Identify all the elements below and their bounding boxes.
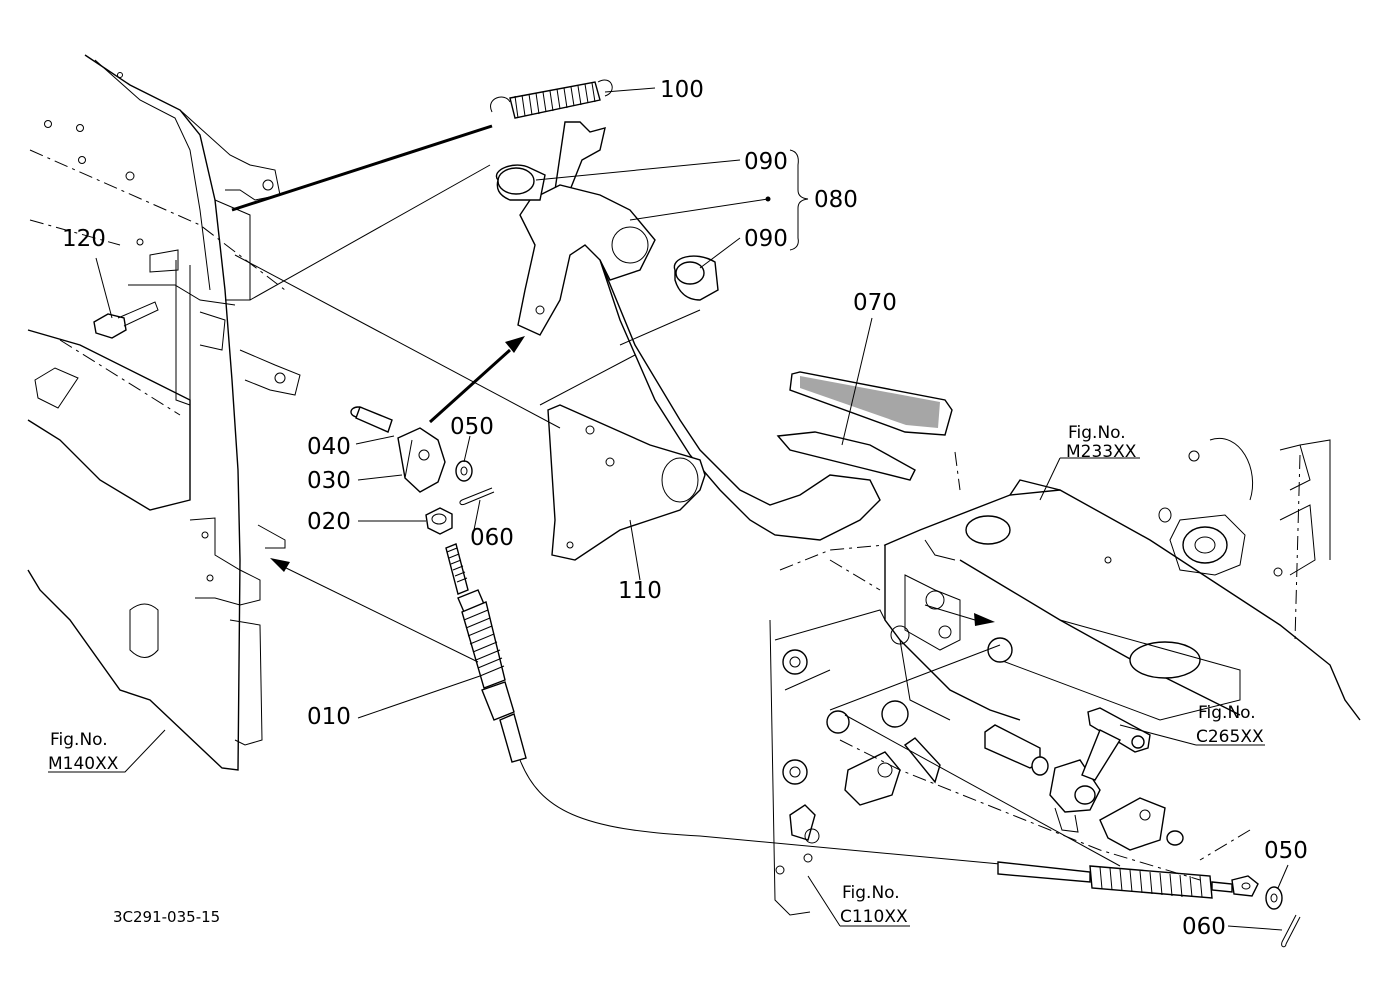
pedal-pad-070 xyxy=(776,371,953,481)
linkage-group xyxy=(984,707,1184,851)
cotter-pin-060-lower xyxy=(1281,914,1301,948)
washer-050-lower xyxy=(1265,886,1283,910)
callout-070: 070 xyxy=(853,290,897,316)
callout-030: 030 xyxy=(307,468,351,494)
clevis-030 xyxy=(397,427,446,493)
callout-110: 110 xyxy=(618,578,662,604)
fig-ref-m140-line2: M140XX xyxy=(48,754,119,774)
fig-ref-c265-line2: C265XX xyxy=(1196,727,1264,747)
assembly-lines xyxy=(234,164,1121,867)
bracket-110 xyxy=(547,404,706,561)
bolt-120 xyxy=(93,301,159,339)
callout-090-lower: 090 xyxy=(744,226,788,252)
callout-060-upper: 060 xyxy=(470,525,514,551)
pin-040 xyxy=(350,406,393,433)
cotter-pin-060 xyxy=(459,487,495,505)
fig-ref-m140-line1: Fig.No. xyxy=(50,730,108,750)
callout-010: 010 xyxy=(307,704,351,730)
cable-010 xyxy=(445,543,1259,899)
right-frame-assembly xyxy=(769,437,1361,916)
callout-100: 100 xyxy=(660,77,704,103)
callout-090-upper: 090 xyxy=(744,149,788,175)
fig-ref-m233-line1: Fig.No. xyxy=(1068,423,1126,443)
fig-ref-c110-line2: C110XX xyxy=(840,907,908,927)
callout-120: 120 xyxy=(62,226,106,252)
nut-020 xyxy=(425,507,453,535)
callout-leaders xyxy=(48,87,1289,931)
return-spring-100 xyxy=(231,79,613,212)
washer-050 xyxy=(455,460,473,482)
fig-ref-c265-line1: Fig.No. xyxy=(1198,703,1256,723)
fig-ref-m233-line2: M233XX xyxy=(1066,442,1137,462)
callout-040: 040 xyxy=(307,434,351,460)
callout-020: 020 xyxy=(307,509,351,535)
callout-050-lower: 050 xyxy=(1264,838,1308,864)
callout-050-upper: 050 xyxy=(450,414,494,440)
callout-060-lower: 060 xyxy=(1182,914,1226,940)
fig-ref-c110-line1: Fig.No. xyxy=(842,883,900,903)
left-fender-panel xyxy=(27,54,301,771)
pedal-arm-080 xyxy=(495,121,881,541)
drawing-number: 3C291-035-15 xyxy=(113,908,220,926)
callout-080: 080 xyxy=(814,187,858,213)
